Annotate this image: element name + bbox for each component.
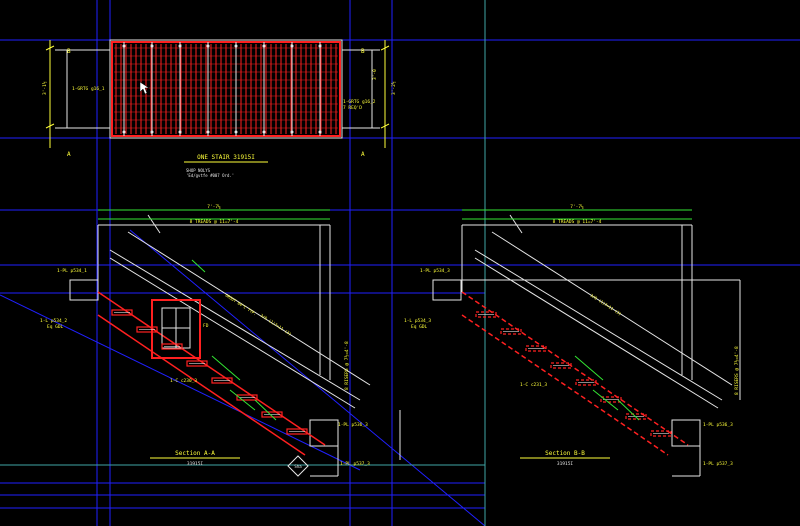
bolt-mark — [234, 44, 238, 48]
section-a-treads-dim: 8 TREADS @ 11=7'-4 — [190, 219, 239, 225]
tread — [650, 430, 672, 437]
section-b-view[interactable]: 7'-7¼ 8 TREADS @ 11=7'-4 8 RISERS @ 7½=4… — [404, 204, 741, 477]
plan-side-dim: 3'-0 — [372, 69, 378, 80]
tread — [261, 411, 283, 418]
section-mark-bottom-left[interactable]: A — [67, 151, 71, 158]
tread — [525, 345, 547, 352]
tread — [475, 311, 497, 318]
section-b-rise-label: 8 RISERS @ 7½=4'-8 — [733, 346, 740, 395]
bolt-mark — [262, 130, 266, 134]
section-b-title[interactable]: Section B-B — [545, 450, 585, 457]
tread — [186, 360, 208, 367]
plan-left-dim: 3'-1½ — [41, 81, 48, 95]
section-a-channel: 1-C c230_3 — [170, 378, 197, 384]
tread — [161, 343, 183, 350]
bolt-mark — [318, 44, 322, 48]
section-a-title[interactable]: Section A-A — [175, 450, 215, 457]
svg-text:Sha: Sha — [294, 464, 302, 469]
plan-left-callout: 1-GRTG g16_1 — [72, 86, 105, 92]
bolt-mark — [290, 130, 294, 134]
grating-pattern — [114, 42, 338, 136]
section-b-channel: 1-C c231_3 — [520, 382, 547, 388]
plan-title[interactable]: ONE STAIR 31915I — [197, 154, 255, 161]
plan-right-callout-2: 7 REQ'D — [343, 105, 362, 111]
treads-a — [111, 309, 308, 435]
section-mark-top-right[interactable]: B — [361, 48, 365, 55]
mouse-cursor-icon — [139, 81, 150, 95]
section-b-top-dim: 7'-7¼ — [570, 204, 584, 210]
tread — [111, 309, 133, 316]
section-a-subtitle: 31915I — [187, 461, 204, 467]
section-b-l-mid-1: 1-L p534_3 — [404, 318, 431, 324]
plan-right-callout-1: 1-GRTG g16_2 — [343, 99, 376, 105]
plan-outline — [109, 39, 343, 139]
grid-lines-cyan — [0, 0, 486, 526]
stair-plan-view[interactable]: B A B A 1-GRTG g16_1 1-GRTG g16_2 7 REQ'… — [41, 39, 397, 178]
section-a-detail-callout: FD — [203, 323, 209, 329]
tread — [286, 428, 308, 435]
tread — [136, 326, 158, 333]
section-mark-top-left[interactable]: B — [67, 48, 71, 55]
stringer-red — [97, 291, 326, 456]
stringer-red-dashed — [461, 291, 689, 456]
tread — [211, 377, 233, 384]
section-b-pl-top: 1-PL p534_3 — [420, 268, 450, 274]
bolt-mark — [122, 130, 126, 134]
section-b-treads-dim: 8 TREADS @ 11=7'-4 — [553, 219, 602, 225]
plan-dimension-ticks — [45, 40, 390, 148]
plan-note-1: SHOP NOLYS — [186, 168, 211, 173]
tread — [600, 396, 622, 403]
section-b-frame — [432, 214, 741, 477]
bolt-mark — [178, 130, 182, 134]
tread — [550, 362, 572, 369]
grating-outline — [111, 41, 341, 137]
bolt-mark — [290, 44, 294, 48]
bolt-mark — [206, 44, 210, 48]
bolt-mark — [206, 130, 210, 134]
bolt-mark — [150, 130, 154, 134]
bolt-mark — [234, 130, 238, 134]
treads-b — [475, 311, 672, 437]
bolt-mark — [262, 44, 266, 48]
detail-box — [161, 307, 191, 349]
section-a-sect-mark[interactable]: Sha — [287, 455, 309, 477]
section-a-pl-right: 1-PL p536_3 — [338, 422, 368, 428]
section-b-dims — [462, 209, 692, 421]
section-a-pl-top: 1-PL p534_1 — [57, 268, 87, 274]
plan-note-2: 'Ed/gvtfe #007 Ord.' — [186, 173, 234, 178]
plan-edge-lines — [55, 49, 380, 129]
section-b-pl-right: 1-PL p536_3 — [703, 422, 733, 428]
tread — [236, 394, 258, 401]
section-a-dims — [98, 209, 330, 421]
bolt-mark — [150, 44, 154, 48]
section-b-subtitle: 31915I — [557, 461, 574, 467]
section-a-l-mid-1: 1-L p534_2 — [40, 318, 67, 324]
bolt-mark — [122, 44, 126, 48]
section-a-l-mid-2: Eq GDL — [47, 324, 64, 330]
section-a-top-dim: 7'-7¼ — [207, 204, 221, 210]
section-a-frame — [69, 214, 401, 477]
section-mark-bottom-right[interactable]: A — [361, 151, 365, 158]
bolt-mark — [178, 44, 182, 48]
section-a-rise-label: 8 RISERS @ 7½=4'-8 — [343, 341, 350, 390]
tread — [575, 379, 597, 386]
section-b-l-mid-2: Eq GDL — [411, 324, 428, 330]
tread — [625, 413, 647, 420]
tread — [500, 328, 522, 335]
bolt-mark — [318, 130, 322, 134]
section-b-pl-bottom: 1-PL p537_3 — [703, 461, 733, 467]
plan-right-dim: 3'-2½ — [390, 81, 397, 95]
section-a-pl-bottom: 1-PL p537_3 — [340, 461, 370, 467]
